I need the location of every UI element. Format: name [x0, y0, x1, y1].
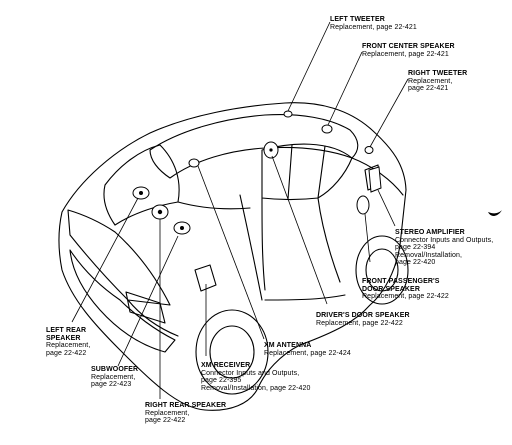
right-tweeter-marker: [364, 146, 374, 154]
subwoofer-callout: SUBWOOFER Replacement, page 22-423: [91, 366, 138, 389]
front-passenger-door-speaker-callout: FRONT PASSENGER'S DOOR SPEAKER Replaceme…: [362, 278, 449, 301]
page-mark: [488, 210, 502, 216]
front-passenger-door-speaker-title: FRONT PASSENGER'S DOOR SPEAKER: [362, 278, 440, 293]
left-tweeter-title: LEFT TWEETER: [330, 16, 385, 23]
front-center-speaker-marker: [321, 124, 333, 134]
front-center-speaker-callout: FRONT CENTER SPEAKER Replacement, page 2…: [362, 43, 455, 58]
leader-front-passenger-door-speaker: [364, 213, 371, 263]
xm-receiver-title: XM RECEIVER: [201, 362, 251, 369]
leader-right-tweeter: [369, 78, 409, 148]
left-rear-speaker-title: LEFT REAR SPEAKER: [46, 327, 87, 342]
right-tweeter-callout: RIGHT TWEETER Replacement, page 22-421: [408, 70, 467, 93]
right-tweeter-title: RIGHT TWEETER: [408, 70, 468, 77]
front-passenger-door-speaker-detail: Replacement, page 22-422: [362, 293, 449, 301]
right-tweeter-detail: Replacement, page 22-421: [408, 77, 453, 93]
xm-receiver-detail: Connector Inputs and Outputs, page 22-39…: [201, 369, 311, 392]
stereo-amplifier-callout: STEREO AMPLIFIER Connector Inputs and Ou…: [395, 229, 493, 267]
right-rear-speaker-callout: RIGHT REAR SPEAKER Replacement, page 22-…: [145, 402, 226, 425]
rear-wheel: [195, 309, 269, 395]
right-rear-speaker-detail: Replacement, page 22-422: [145, 409, 190, 425]
left-tweeter-marker: [283, 110, 293, 118]
subwoofer-title: SUBWOOFER: [91, 366, 139, 373]
stereo-amplifier-title: STEREO AMPLIFIER: [395, 229, 465, 236]
side-windows: [261, 143, 353, 201]
trunk-lid: [67, 209, 171, 306]
left-rear-speaker-callout: LEFT REAR SPEAKER Replacement, page 22-4…: [46, 327, 90, 357]
front-center-speaker-detail: Replacement, page 22-421: [362, 50, 449, 58]
xm-receiver-callout: XM RECEIVER Connector Inputs and Outputs…: [201, 362, 311, 392]
xm-antenna-marker: [188, 158, 200, 168]
leader-front-center-speaker: [327, 51, 363, 126]
xm-antenna-callout: XM ANTENNA Replacement, page 22-424: [264, 342, 351, 357]
license-plate: [125, 291, 166, 324]
door-lines: [261, 197, 266, 291]
drivers-door-speaker-callout: DRIVER'S DOOR SPEAKER Replacement, page …: [316, 312, 410, 327]
leader-xm-antenna: [197, 165, 265, 340]
leader-left-tweeter: [287, 21, 331, 112]
car-body-outline: [58, 102, 407, 411]
drivers-door-speaker-detail: Replacement, page 22-422: [316, 319, 403, 327]
leader-left-rear-speaker: [71, 197, 139, 323]
stereo-amplifier-marker: [368, 166, 382, 193]
subwoofer-detail: Replacement, page 22-423: [91, 373, 136, 389]
front-center-speaker-title: FRONT CENTER SPEAKER: [362, 43, 455, 50]
left-tweeter-detail: Replacement, page 22-421: [330, 23, 417, 31]
left-tweeter-callout: LEFT TWEETER Replacement, page 22-421: [330, 16, 417, 31]
stereo-amplifier-detail: Connector Inputs and Outputs, page 22-39…: [395, 236, 494, 267]
left-rear-speaker-detail: Replacement, page 22-422: [46, 342, 91, 357]
front-wheel: [355, 235, 409, 305]
leader-subwoofer: [117, 235, 179, 367]
passenger-door-speaker-marker: [356, 195, 370, 215]
leader-drivers-door-speaker: [271, 155, 328, 305]
xm-antenna-title: XM ANTENNA: [264, 342, 312, 349]
fuel-door: [194, 264, 217, 292]
right-rear-speaker-title: RIGHT REAR SPEAKER: [145, 402, 227, 409]
xm-antenna-detail: Replacement, page 22-424: [264, 349, 351, 357]
leader-stereo-amplifier: [377, 189, 396, 227]
drivers-door-speaker-title: DRIVER'S DOOR SPEAKER: [316, 312, 410, 319]
